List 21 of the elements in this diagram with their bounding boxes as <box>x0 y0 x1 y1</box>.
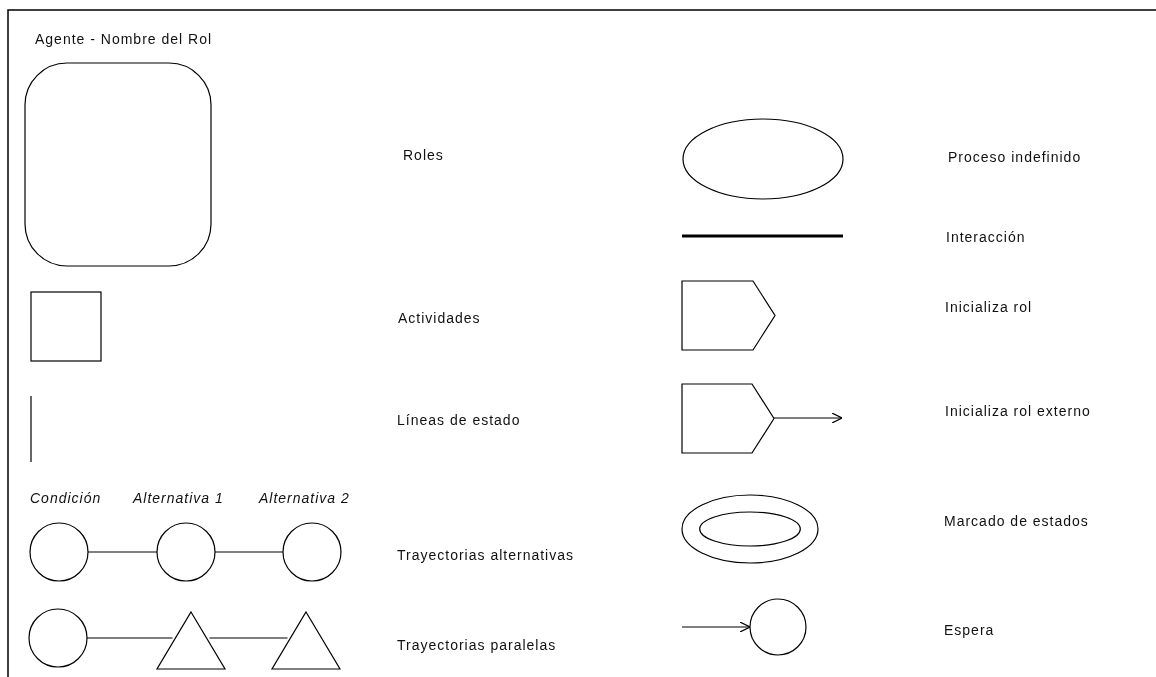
column-heading: Alternativa 1 <box>133 489 224 507</box>
legend-text: Espera <box>944 621 995 639</box>
connector-line <box>208 637 289 639</box>
legend-text: Trayectorias alternativas <box>397 546 574 564</box>
legend-text: Líneas de estado <box>397 411 521 429</box>
legend-text: Inicializa rol <box>945 298 1033 316</box>
legend-text: Roles <box>403 146 444 164</box>
arrow <box>773 412 843 424</box>
legend-text: Inicializa rol externo <box>945 402 1091 420</box>
role-heading: Agente - Nombre del Rol <box>35 30 213 48</box>
legend-text: Marcado de estados <box>944 512 1089 530</box>
connector-line <box>214 551 284 553</box>
legend-text: Interacción <box>946 228 1026 246</box>
connector-line <box>86 637 174 639</box>
legend-text: Proceso indefinido <box>948 148 1082 166</box>
legend-text: Actividades <box>398 309 481 327</box>
column-heading: Condición <box>30 489 102 507</box>
column-heading: Alternativa 2 <box>259 489 350 507</box>
arrow <box>681 621 751 633</box>
connector-line <box>87 551 158 553</box>
legend-text: Trayectorias paralelas <box>397 636 557 654</box>
